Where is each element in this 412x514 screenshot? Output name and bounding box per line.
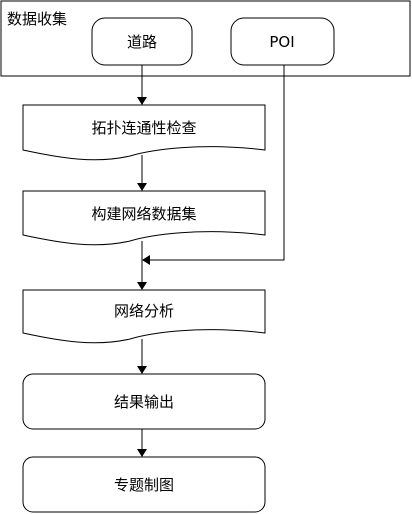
node-output-label: 结果输出	[114, 393, 174, 411]
node-road-label: 道路	[127, 33, 157, 51]
node-build	[22, 190, 266, 246]
node-map-label: 专题制图	[114, 476, 174, 494]
connector-poi-merge	[150, 65, 285, 261]
data-collection-group	[0, 0, 411, 77]
node-analysis-label: 网络分析	[114, 302, 174, 320]
node-output	[22, 373, 266, 430]
node-build-label: 构建网络数据集	[91, 205, 196, 223]
arrowhead-topology	[137, 97, 147, 105]
arrowhead-map	[137, 449, 147, 457]
node-analysis	[22, 289, 266, 344]
node-map	[22, 456, 266, 513]
node-poi-label: POI	[269, 33, 294, 51]
node-topology-label: 拓扑连通性检查	[91, 119, 196, 137]
arrowhead-build	[137, 183, 147, 191]
data-collection-label: 数据收集	[7, 10, 67, 28]
arrowhead-output	[137, 366, 147, 374]
arrowhead-poi-merge	[142, 255, 150, 265]
node-poi	[230, 17, 335, 66]
node-topology	[22, 104, 266, 161]
arrowhead-analysis	[137, 282, 147, 290]
